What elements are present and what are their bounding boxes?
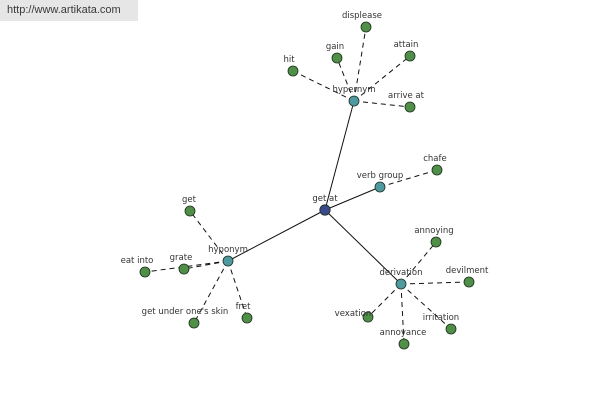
node-displease[interactable] <box>360 21 372 33</box>
edge-derivation-devilment <box>400 281 470 285</box>
label-hyponym[interactable]: hyponym <box>208 245 248 255</box>
label-hit[interactable]: hit <box>283 55 295 65</box>
edge-hypernym-arrive_at <box>353 100 411 108</box>
label-irritation[interactable]: irritation <box>423 313 459 323</box>
label-attain[interactable]: attain <box>394 40 419 50</box>
node-get[interactable] <box>184 205 196 217</box>
edge-hypernym-gain <box>336 57 355 102</box>
edge-hyponym-eat_into <box>144 260 229 273</box>
node-eat-into[interactable] <box>139 266 151 278</box>
label-get-at[interactable]: get at <box>312 194 338 204</box>
edge-get_at-hypernym <box>324 100 355 211</box>
label-vexation[interactable]: vexation <box>335 309 372 319</box>
label-gain[interactable]: gain <box>326 42 344 52</box>
label-chafe[interactable]: chafe <box>423 154 447 164</box>
watermark-url[interactable]: http://www.artikata.com <box>0 0 138 21</box>
label-displease[interactable]: displease <box>342 11 382 21</box>
label-get-under[interactable]: get under one's skin <box>142 307 229 317</box>
edge-hypernym-hit <box>292 70 355 102</box>
node-get-under[interactable] <box>188 317 200 329</box>
node-annoying[interactable] <box>430 236 442 248</box>
label-get[interactable]: get <box>182 195 197 205</box>
node-get-at[interactable] <box>319 204 331 216</box>
edges-layer <box>144 26 470 345</box>
edge-hypernym-displease <box>353 26 367 102</box>
edge-get_at-derivation <box>324 209 402 285</box>
edge-hyponym-fret <box>227 260 248 319</box>
label-verb-group[interactable]: verb group <box>357 171 404 181</box>
node-devilment[interactable] <box>463 276 475 288</box>
label-derivation[interactable]: derivation <box>379 268 422 278</box>
node-annoyance[interactable] <box>398 338 410 350</box>
label-hypernym[interactable]: hypernym <box>332 85 375 95</box>
node-hypernym[interactable] <box>348 95 360 107</box>
node-verb-group[interactable] <box>374 181 386 193</box>
edge-hyponym-grate <box>183 260 229 270</box>
node-hit[interactable] <box>287 65 299 77</box>
edge-derivation-annoying <box>400 241 437 285</box>
label-devilment[interactable]: devilment <box>446 266 489 276</box>
edge-derivation-annoyance <box>400 283 405 345</box>
labels-layer: get at hypernym verb group hyponym derivatio… <box>121 11 489 338</box>
label-eat-into[interactable]: eat into <box>121 256 154 266</box>
nodes-layer <box>139 21 475 350</box>
edge-get_at-hyponym <box>227 209 326 262</box>
label-annoyance[interactable]: annoyance <box>380 328 427 338</box>
node-arrive-at[interactable] <box>404 101 416 113</box>
label-annoying[interactable]: annoying <box>414 226 453 236</box>
edge-hypernym-attain <box>353 55 411 102</box>
label-arrive-at[interactable]: arrive at <box>388 91 425 101</box>
label-grate[interactable]: grate <box>170 253 193 263</box>
node-attain[interactable] <box>404 50 416 62</box>
node-vexation[interactable] <box>362 311 374 323</box>
node-hyponym[interactable] <box>222 255 234 267</box>
edge-verb_group-chafe <box>379 169 438 188</box>
node-chafe[interactable] <box>431 164 443 176</box>
node-derivation[interactable] <box>395 278 407 290</box>
node-grate[interactable] <box>178 263 190 275</box>
edge-hyponym-get_under <box>193 260 229 324</box>
edge-hyponym-get <box>189 210 229 262</box>
edge-get_at-verb_group <box>324 186 381 211</box>
node-irritation[interactable] <box>445 323 457 335</box>
node-fret[interactable] <box>241 312 253 324</box>
label-fret[interactable]: fret <box>236 302 252 312</box>
edge-derivation-vexation <box>367 283 402 318</box>
node-gain[interactable] <box>331 52 343 64</box>
edge-derivation-irritation <box>400 283 452 330</box>
